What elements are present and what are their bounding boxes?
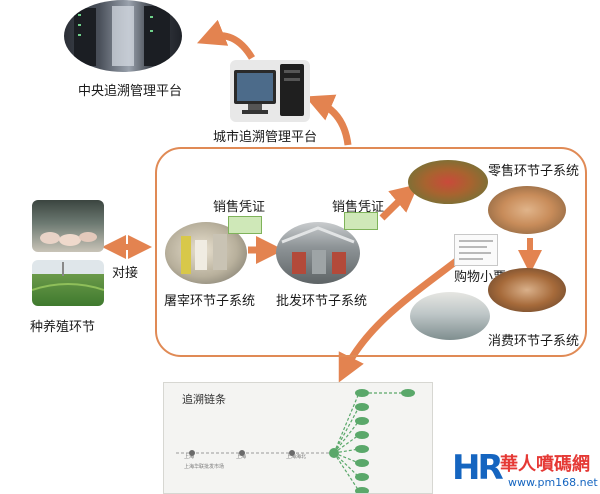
chain-end-node: [401, 389, 415, 397]
logo-name: 華人噴碼網: [500, 454, 590, 475]
computer-icon: [234, 64, 304, 116]
livestock-image: [32, 200, 104, 252]
sales-certificate-2-image: [344, 212, 378, 230]
receipt-image: [454, 234, 498, 266]
pigs-icon: [40, 232, 97, 246]
field-icon: [32, 262, 104, 291]
chain-tiny-label-4: 上海海北: [286, 454, 307, 460]
retail-label: 零售环节子系统: [488, 164, 580, 179]
sales-cert-2-label: 销售凭证: [332, 200, 385, 215]
retail-image-1: [408, 160, 488, 204]
supply-chain-frame: [155, 147, 587, 357]
consumption-label: 消费环节子系统: [488, 334, 580, 349]
chain-tiny-label-1: 上海: [184, 454, 195, 460]
site-logo: HR 華人噴碼網 www.pm168.net: [452, 448, 600, 494]
chain-leaf-node: [355, 417, 369, 425]
chain-graph: [176, 389, 415, 493]
city-platform-image: [230, 60, 310, 122]
central-platform-label: 中央追溯管理平台: [78, 84, 183, 99]
logo-mark: HR: [452, 448, 504, 488]
central-platform-image: [64, 0, 182, 72]
chain-node-wholesale: [289, 450, 295, 456]
retail-image-2: [488, 186, 566, 234]
market-hall-icon: [281, 226, 355, 274]
arrow-city-to-central: [196, 19, 256, 60]
chain-title: 追溯链条: [182, 393, 226, 406]
chain-leaf-node: [355, 473, 369, 481]
traceability-chain-panel: 追溯链条 上海 上海华联批发市场 上海 上海海北: [163, 382, 433, 494]
chain-node-slaughter: [239, 450, 245, 456]
consumption-image-2: [410, 292, 490, 340]
chain-leaf-node: [355, 389, 369, 397]
chain-node-origin: [189, 450, 195, 456]
logo-url: www.pm168.net: [508, 476, 598, 489]
arrow-to-chain: [338, 249, 471, 383]
chain-leaf-node: [355, 487, 369, 493]
server-rack-icon: [74, 6, 170, 66]
farming-label: 种养殖环节: [30, 320, 96, 335]
sales-certificate-1-image: [228, 216, 262, 234]
slaughterhouse-icon: [181, 234, 227, 274]
sales-cert-1-label: 销售凭证: [213, 200, 266, 215]
city-platform-label: 城市追溯管理平台: [213, 130, 318, 145]
wholesale-image: [276, 222, 360, 284]
farm-field-image: [32, 260, 104, 306]
chain-leaf-node: [355, 431, 369, 439]
slaughter-label: 屠宰环节子系统: [164, 294, 256, 309]
chain-leaf-node: [355, 403, 369, 411]
docking-label: 对接: [112, 266, 139, 281]
arrow-frame-to-city: [305, 94, 352, 146]
consumption-image-1: [488, 268, 566, 312]
chain-tiny-label-3: 上海: [236, 454, 247, 460]
receipt-icon: [459, 240, 493, 260]
chain-leaf-node: [355, 445, 369, 453]
chain-leaf-node: [355, 459, 369, 467]
arrow-wholesale-to-retail: [379, 184, 419, 221]
chain-tiny-label-2: 上海华联批发市场: [184, 464, 225, 470]
wholesale-label: 批发环节子系统: [276, 294, 368, 309]
